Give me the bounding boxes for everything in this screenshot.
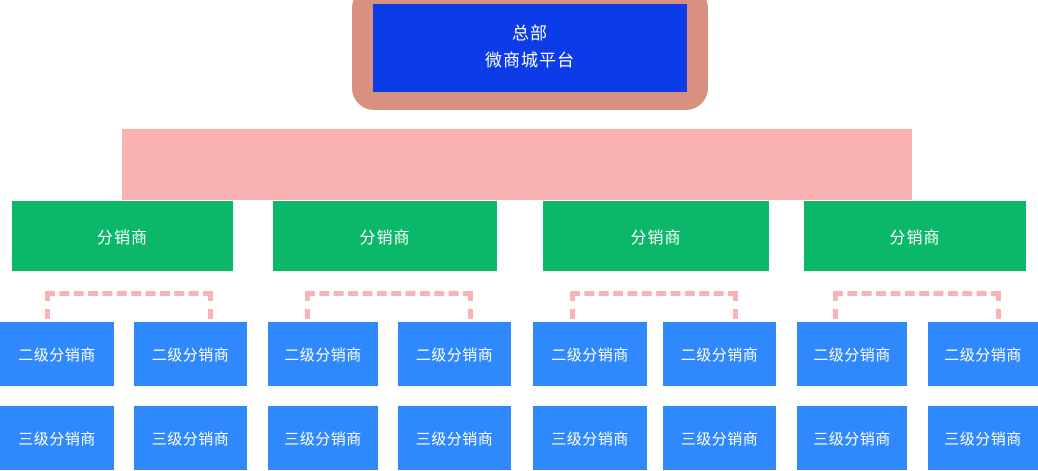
level3-distributor-node[interactable]: 三级分销商 [134,406,247,470]
distributor-label: 分销商 [889,228,941,247]
tier2-distributor-row: 二级分销商 二级分销商 二级分销商 二级分销商 二级分销商 二级分销商 二级分销商 二级分销商 [0,322,1038,386]
level2-distributor-label: 二级分销商 [813,345,891,364]
level2-distributor-label: 二级分销商 [18,345,96,364]
level3-distributor-label: 三级分销商 [551,429,629,448]
level3-distributor-node[interactable]: 三级分销商 [797,406,907,470]
level3-distributor-node[interactable]: 三级分销商 [533,406,647,470]
level2-distributor-label: 二级分销商 [680,345,759,364]
level3-distributor-node[interactable]: 三级分销商 [663,406,776,470]
tier3-distributor-row: 三级分销商 三级分销商 三级分销商 三级分销商 三级分销商 三级分销商 三级分销商 三级分销商 [0,406,1038,471]
distributor-label: 分销商 [359,228,411,247]
distributor-label: 分销商 [630,228,682,247]
level2-distributor-node[interactable]: 二级分销商 [0,322,114,386]
dashed-bracket-connector [305,291,473,319]
dashed-bracket-connector [45,291,213,319]
level3-distributor-label: 三级分销商 [18,429,96,448]
level2-distributor-node[interactable]: 二级分销商 [797,322,907,386]
level2-distributor-node[interactable]: 二级分销商 [533,322,647,386]
level2-distributor-node[interactable]: 二级分销商 [268,322,378,386]
level2-distributor-node[interactable]: 二级分销商 [663,322,776,386]
level2-distributor-node[interactable]: 二级分销商 [398,322,511,386]
level2-distributor-label: 二级分销商 [151,345,230,364]
distributor-node[interactable]: 分销商 [543,201,769,271]
tier1-distributor-row: 分销商 分销商 分销商 分销商 [0,201,1038,271]
headquarters-title-line-1: 总部 [512,24,548,44]
dashed-bracket-connector [570,291,738,319]
level3-distributor-label: 三级分销商 [944,429,1022,448]
distributor-node[interactable]: 分销商 [12,201,233,271]
level3-distributor-node[interactable]: 三级分销商 [928,406,1038,470]
level3-distributor-label: 三级分销商 [151,429,230,448]
level3-distributor-node[interactable]: 三级分销商 [398,406,511,470]
level3-distributor-label: 三级分销商 [284,429,362,448]
level2-distributor-label: 二级分销商 [284,345,362,364]
level2-distributor-label: 二级分销商 [944,345,1022,364]
distribution-connector-bar [122,129,912,200]
level2-distributor-node[interactable]: 二级分销商 [928,322,1038,386]
level3-distributor-node[interactable]: 三级分销商 [268,406,378,470]
dashed-bracket-connector [833,291,1001,319]
level2-distributor-label: 二级分销商 [551,345,629,364]
level3-distributor-label: 三级分销商 [415,429,494,448]
headquarters-title-line-2: 微商城平台 [485,51,575,71]
distributor-node[interactable]: 分销商 [273,201,497,271]
level3-distributor-label: 三级分销商 [680,429,759,448]
level2-distributor-node[interactable]: 二级分销商 [134,322,247,386]
distributor-label: 分销商 [96,228,148,247]
level3-distributor-label: 三级分销商 [813,429,891,448]
level3-distributor-node[interactable]: 三级分销商 [0,406,114,470]
distributor-node[interactable]: 分销商 [804,201,1026,271]
headquarters-node[interactable]: 总部 微商城平台 [373,4,687,92]
level2-distributor-label: 二级分销商 [415,345,494,364]
